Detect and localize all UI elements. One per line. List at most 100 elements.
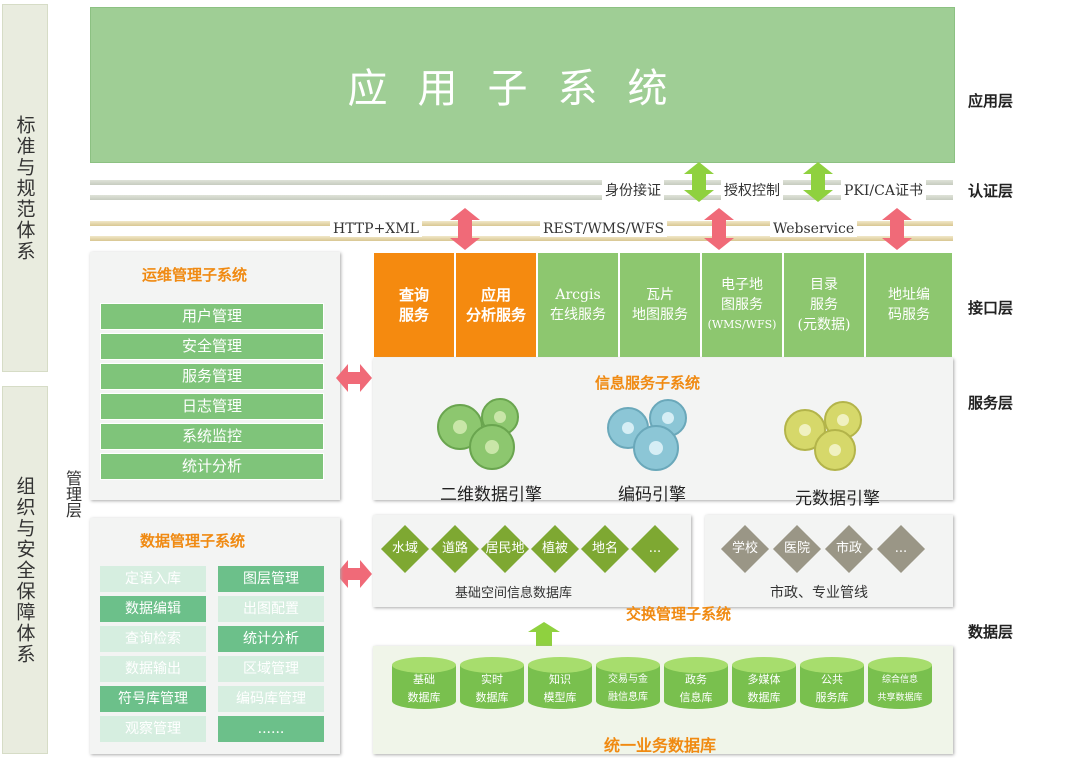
red-arrow-icon (704, 208, 734, 250)
db-line: 数据库 (475, 691, 509, 704)
service-line: 服务 (810, 297, 838, 313)
service-line: 服务 (398, 306, 429, 324)
service-box-tile: 瓦片地图服务 (619, 252, 701, 358)
engine-label: 二维数据引擎 (440, 485, 542, 505)
layer-application: 应用层 (968, 92, 1014, 110)
service-line: 电子地 (721, 277, 763, 293)
data-mgmt-item: 编码库管理 (218, 686, 324, 712)
database-cylinder-icon: 多媒体数据库 (732, 657, 796, 715)
db-line: 公共 (821, 673, 843, 686)
basic-db-label: 基础空间信息数据库 (455, 586, 573, 601)
service-line: 分析服务 (465, 306, 526, 324)
database-cylinder-icon: 公共服务库 (800, 657, 864, 715)
security-label: 组织与安全保障体系 (13, 475, 36, 665)
database-cylinder-icon: 基础数据库 (392, 657, 456, 715)
municipal-item: 医院 (772, 524, 822, 574)
basic-db-item: 植被 (530, 524, 580, 574)
service-line: 目录 (810, 277, 838, 293)
security-pillar: 组织与安全保障体系 (2, 386, 48, 754)
protocol-stripe-top (90, 221, 953, 226)
db-line: 数据库 (407, 691, 441, 704)
red-arrow-icon (882, 208, 912, 250)
db-line: 基础 (413, 673, 435, 686)
municipal-item-label: 医院 (783, 541, 810, 556)
data-mgmt-item: 查询检索 (100, 626, 206, 652)
green-arrow-icon (684, 162, 714, 202)
db-line: 服务库 (815, 691, 849, 704)
service-line: 查询 (398, 286, 429, 304)
municipal-label: 市政、专业管线 (770, 585, 868, 601)
service-line: 码服务 (888, 307, 930, 323)
data-mgmt-item: 出图配置 (218, 596, 324, 622)
service-line: 地图服务 (632, 307, 688, 323)
info-service-title: 信息服务子系统 (595, 374, 701, 392)
auth-label-authorization: 授权控制 (721, 180, 783, 200)
engine-label: 编码引擎 (618, 485, 686, 505)
database-cylinder-icon: 综合信息共享数据库 (868, 657, 932, 715)
layer-data: 数据层 (968, 623, 1014, 641)
service-box-arcgis: Arcgis 在线服务 (537, 252, 619, 358)
db-line: 共享数据库 (877, 693, 923, 703)
data-mgmt-item: 符号库管理 (100, 686, 206, 712)
db-line: 交易与金 (608, 674, 648, 685)
basic-db-item: 居民地 (480, 524, 530, 574)
db-line: 实时 (481, 673, 503, 686)
data-mgmt-title: 数据管理子系统 (140, 532, 246, 550)
gear-icon (437, 398, 519, 470)
municipal-item-label: 市政 (835, 541, 862, 556)
service-line: 应用 (480, 286, 511, 304)
service-box-emap: 电子地图服务 (WMS/WFS) (701, 252, 783, 358)
basic-db-panel (373, 515, 691, 607)
up-arrow-icon (528, 622, 560, 646)
auth-label-pki: PKI/CA证书 (841, 180, 926, 200)
basic-db-item: 道路 (430, 524, 480, 574)
basic-db-item-label: 地名 (591, 541, 618, 556)
db-line: 模型库 (543, 691, 577, 704)
db-line: 政务 (685, 673, 707, 686)
application-subsystem: 应用子系统 (90, 7, 955, 163)
ops-subsystem-title: 运维管理子系统 (142, 266, 248, 284)
basic-db-item-label: 道路 (441, 541, 468, 556)
ops-item: 系统监控 (100, 423, 324, 450)
data-mgmt-item: ...... (218, 716, 324, 742)
basic-db-item-label: 居民地 (485, 541, 525, 556)
db-line: 知识 (549, 673, 571, 686)
db-line: 综合信息 (881, 675, 918, 685)
data-mgmt-item: 数据输出 (100, 656, 206, 682)
service-box-geocoding: 地址编码服务 (865, 252, 953, 358)
protocol-label-http: HTTP+XML (330, 221, 422, 237)
db-line: 信息库 (679, 691, 713, 704)
ops-item: 服务管理 (100, 363, 324, 390)
municipal-item-label: 学校 (731, 541, 758, 556)
basic-db-item-label: 水域 (391, 541, 418, 556)
protocol-label-rest: REST/WMS/WFS (540, 221, 668, 237)
gear-icon (784, 401, 862, 471)
application-subsystem-label: 应用子系统 (347, 66, 698, 112)
database-cylinder-icon: 实时数据库 (460, 657, 524, 715)
service-line: 瓦片 (646, 287, 674, 303)
data-mgmt-item: 统计分析 (218, 626, 324, 652)
service-line: (元数据) (797, 317, 851, 333)
layer-service: 服务层 (968, 394, 1014, 412)
service-line: 图服务 (721, 297, 763, 313)
service-line: Arcgis (555, 287, 601, 303)
engine-label: 元数据引擎 (795, 489, 880, 509)
data-mgmt-item: 定语入库 (100, 566, 206, 592)
layer-interface: 接口层 (968, 299, 1014, 317)
auth-label-identity: 身份接证 (602, 180, 664, 200)
standards-label: 标准与规范体系 (13, 114, 36, 262)
service-line: 在线服务 (550, 307, 606, 323)
basic-db-item-label: ... (648, 541, 662, 556)
data-mgmt-item: 观察管理 (100, 716, 206, 742)
data-mgmt-item: 数据编辑 (100, 596, 206, 622)
database-cylinder-icon: 知识模型库 (528, 657, 592, 715)
double-arrow-icon (336, 560, 372, 588)
service-line: (WMS/WFS) (707, 318, 777, 331)
protocol-label-webservice: Webservice (770, 221, 858, 237)
municipal-item: 学校 (720, 524, 770, 574)
ops-item: 日志管理 (100, 393, 324, 420)
double-arrow-icon (336, 364, 372, 392)
service-box-analysis: 应用分析服务 (455, 252, 537, 358)
business-db-title: 统一业务数据库 (604, 736, 717, 755)
municipal-item: ... (876, 524, 926, 574)
